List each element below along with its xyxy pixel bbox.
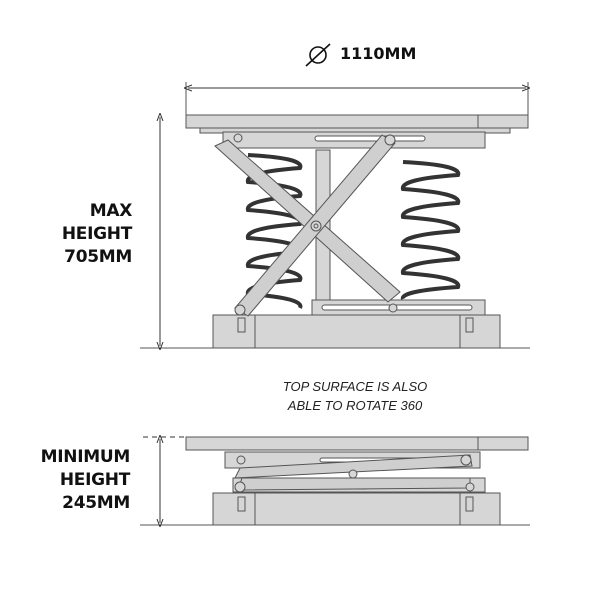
width-dimension-line: [186, 82, 528, 115]
max-height-label: MAX HEIGHT 705MM: [62, 200, 132, 269]
diameter-icon: [305, 43, 331, 67]
max-height-line1: MAX: [89, 201, 133, 221]
min-height-label: MINIMUM HEIGHT 245MM: [40, 446, 131, 515]
rotation-note-line2: ABLE TO ROTATE 360: [287, 398, 423, 413]
max-height-line3: 705MM: [64, 247, 132, 267]
rotation-note: TOP SURFACE IS ALSO ABLE TO ROTATE 360: [240, 377, 470, 415]
right-spring: [400, 160, 461, 300]
scissor-arm-a: [214, 139, 401, 303]
left-spring: [245, 153, 303, 309]
min-height-line2: HEIGHT: [59, 470, 130, 490]
diameter-label: 1110MM: [340, 44, 417, 63]
min-height-line1: MINIMUM: [40, 447, 131, 467]
min-height-line3: 245MM: [62, 493, 130, 513]
lift-collapsed: [140, 437, 530, 525]
top-plate: [185, 114, 529, 129]
scissor-arm-b: [237, 477, 471, 491]
base: [212, 492, 501, 526]
max-height-line2: HEIGHT: [61, 224, 132, 244]
scissor-arm-a: [234, 454, 473, 479]
rotation-note-line1: TOP SURFACE IS ALSO: [282, 379, 428, 394]
top-plate: [185, 436, 529, 451]
lift-extended: [140, 115, 530, 348]
base: [212, 314, 501, 349]
